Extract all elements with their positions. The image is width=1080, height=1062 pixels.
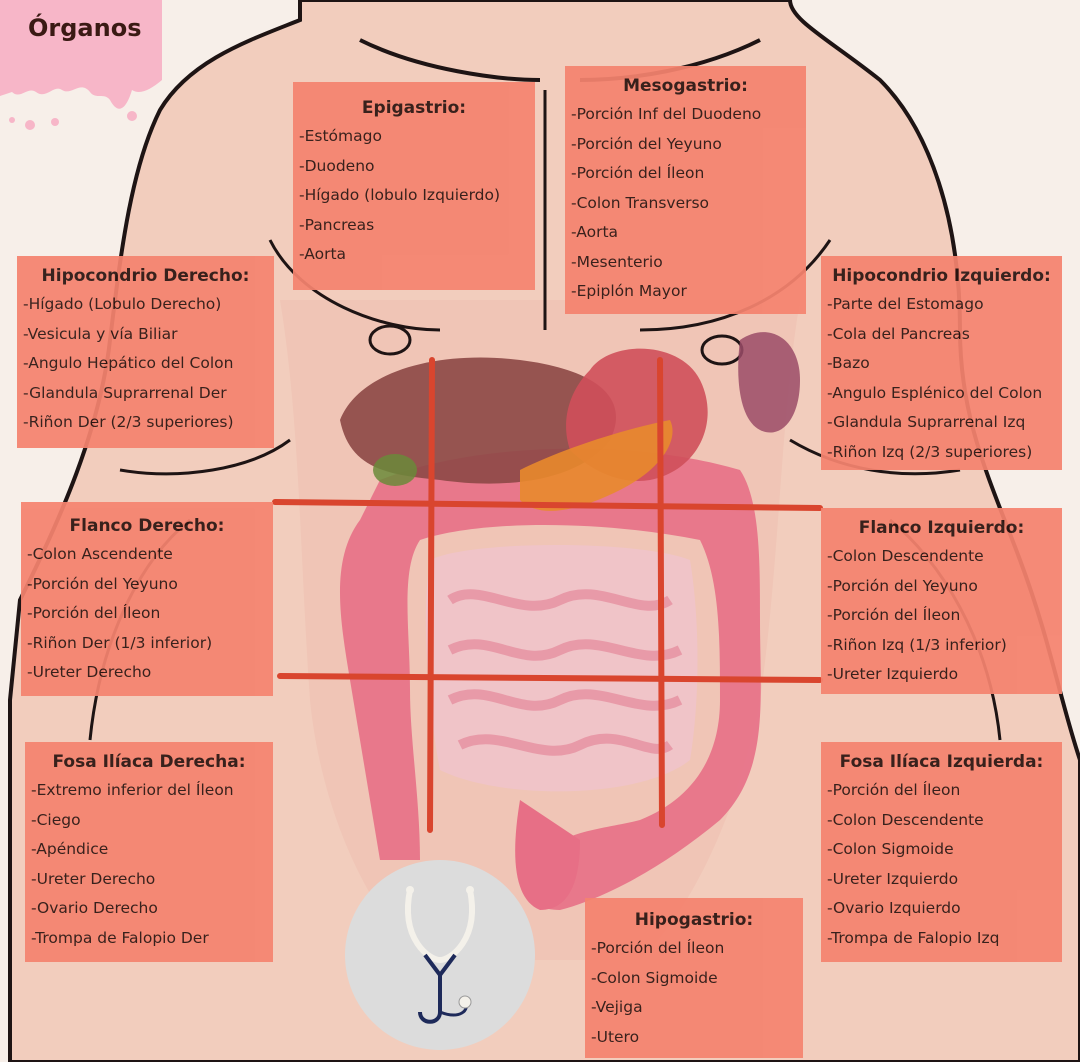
list-item: -Riñon Der (2/3 superiores)	[23, 413, 234, 431]
list-item: -Vesicula y vía Biliar	[23, 324, 178, 343]
region-title: Fosa Ilíaca Derecha:	[52, 752, 246, 772]
organ-list: -Extremo inferior del Íleon -Ciego -Apén…	[31, 776, 267, 953]
list-item: -Trompa de Falopio Izq	[827, 928, 1000, 947]
list-item: -Ureter Izquierdo	[827, 869, 959, 888]
chest-line-right	[268, 239, 441, 332]
list-item: -Ovario Izquierdo	[827, 899, 961, 917]
organ-list: -Porción Inf del Duodeno -Porción del Ye…	[571, 100, 800, 307]
organ-list: -Estómago -Duodeno -Hígado (lobulo Izqui…	[299, 122, 529, 270]
arm-line-left	[789, 438, 961, 476]
region-box-hipocondrio-derecho: Hipocondrio Derecho: -Hígado (Lobulo Der…	[17, 256, 274, 448]
list-item: -Pancreas	[299, 215, 375, 234]
list-item: -Angulo Hepático del Colon	[23, 354, 234, 372]
large-intestine	[340, 448, 761, 910]
region-box-mesogastrio: Mesogastrio: -Porción Inf del Duodeno -P…	[565, 66, 806, 314]
region-title: Flanco Izquierdo:	[858, 518, 1025, 538]
gallbladder	[373, 454, 417, 486]
list-item: -Colon Descendente	[827, 810, 984, 829]
list-item: -Aorta	[571, 223, 619, 241]
organ-list: -Porción del Íleon -Colon Sigmoide -Veji…	[591, 934, 797, 1052]
region-box-fosa-iliaca-izquierda: Fosa Ilíaca Izquierda: -Porción del Íleo…	[821, 742, 1062, 962]
nipple-right	[368, 324, 412, 356]
list-item: -Glandula Suprarrenal Izq	[827, 413, 1026, 431]
region-box-flanco-derecho: Flanco Derecho: -Colon Ascendente -Porci…	[21, 502, 273, 696]
region-title: Epigastrio:	[361, 98, 467, 118]
list-item: -Ciego	[31, 810, 81, 829]
region-box-epigastrio: Epigastrio: -Estómago -Duodeno -Hígado (…	[293, 82, 535, 290]
header-drip	[0, 0, 162, 130]
region-grid	[272, 357, 823, 833]
region-box-hipocondrio-izquierdo: Hipocondrio Izquierdo: -Parte del Estoma…	[821, 256, 1062, 470]
list-item: -Estómago	[299, 127, 382, 145]
list-item: -Aorta	[299, 245, 347, 263]
organ-list: -Parte del Estomago -Cola del Pancreas -…	[827, 290, 1056, 467]
list-item: -Porción del Íleon	[27, 604, 161, 622]
list-item: -Colon Sigmoide	[591, 968, 718, 987]
region-title: Hipogastrio:	[634, 910, 754, 930]
intestine-loops	[447, 589, 683, 756]
region-title: Hipocondrio Derecho:	[41, 266, 250, 286]
list-item: -Porción del Yeyuno	[571, 134, 722, 153]
organ-list: -Porción del Íleon -Colon Descendente -C…	[827, 776, 1056, 953]
list-item: -Porción del Yeyuno	[827, 576, 978, 595]
list-item: -Ureter Derecho	[31, 869, 156, 888]
list-item: -Porción del Íleon	[591, 939, 725, 957]
list-item: -Epiplón Mayor	[571, 282, 687, 300]
region-box-fosa-iliaca-derecha: Fosa Ilíaca Derecha: -Extremo inferior d…	[25, 742, 273, 962]
list-item: -Ureter Derecho	[27, 663, 152, 681]
list-item: -Colon Transverso	[571, 193, 710, 212]
list-item: -Extremo inferior del Íleon	[31, 781, 234, 799]
list-item: -Cola del Pancreas	[827, 324, 970, 343]
arm-line-right	[119, 438, 291, 476]
list-item: -Colon Ascendente	[27, 545, 173, 563]
list-item: -Riñon Izq (1/3 inferior)	[827, 635, 1007, 654]
organ-list: -Colon Descendente -Porción del Yeyuno -…	[827, 542, 1056, 690]
list-item: -Parte del Estomago	[827, 295, 984, 313]
list-item: -Porción del Íleon	[827, 781, 961, 799]
list-item: -Porción del Yeyuno	[27, 574, 178, 593]
list-item: -Ureter Izquierdo	[827, 665, 959, 683]
list-item: -Hígado (Lobulo Derecho)	[23, 295, 222, 313]
list-item: -Utero	[591, 1027, 640, 1046]
list-item: -Colon Sigmoide	[827, 840, 954, 858]
list-item: -Apéndice	[31, 840, 109, 858]
list-item: -Porción del Íleon	[827, 606, 961, 624]
spleen	[738, 332, 800, 433]
organ-list: -Hígado (Lobulo Derecho) -Vesicula y vía…	[23, 290, 268, 438]
list-item: -Hígado (lobulo Izquierdo)	[299, 186, 501, 204]
list-item: -Ovario Derecho	[31, 899, 158, 917]
region-title: Fosa Ilíaca Izquierda:	[839, 752, 1044, 772]
list-item: -Colon Descendente	[827, 547, 984, 565]
region-box-hipogastrio: Hipogastrio: -Porción del Íleon -Colon S…	[585, 898, 803, 1058]
list-item: -Vejiga	[591, 998, 643, 1016]
list-item: -Riñon Der (1/3 inferior)	[27, 633, 213, 652]
list-item: -Porción del Íleon	[571, 164, 705, 182]
pancreas	[520, 420, 673, 511]
region-title: Mesogastrio:	[623, 76, 748, 96]
liver	[340, 357, 616, 484]
region-box-flanco-izquierdo: Flanco Izquierdo: -Colon Descendente -Po…	[821, 508, 1062, 694]
list-item: -Porción Inf del Duodeno	[571, 105, 762, 123]
list-item: -Mesenterio	[571, 252, 663, 271]
stethoscope-icon	[345, 860, 535, 1050]
list-item: -Trompa de Falopio Der	[31, 928, 209, 947]
list-item: -Riñon Izq (2/3 superiores)	[827, 442, 1033, 461]
list-item: -Angulo Esplénico del Colon	[827, 383, 1043, 402]
region-title: Hipocondrio Izquierdo:	[832, 266, 1051, 286]
organ-list: -Colon Ascendente -Porción del Yeyuno -P…	[27, 540, 267, 688]
list-item: -Bazo	[827, 354, 870, 372]
list-item: -Glandula Suprarrenal Der	[23, 383, 227, 402]
list-item: -Duodeno	[299, 156, 375, 175]
page-title: Órganos	[28, 14, 142, 42]
rectum	[515, 800, 580, 910]
collarbone-right	[359, 38, 541, 82]
region-title: Flanco Derecho:	[69, 516, 225, 536]
